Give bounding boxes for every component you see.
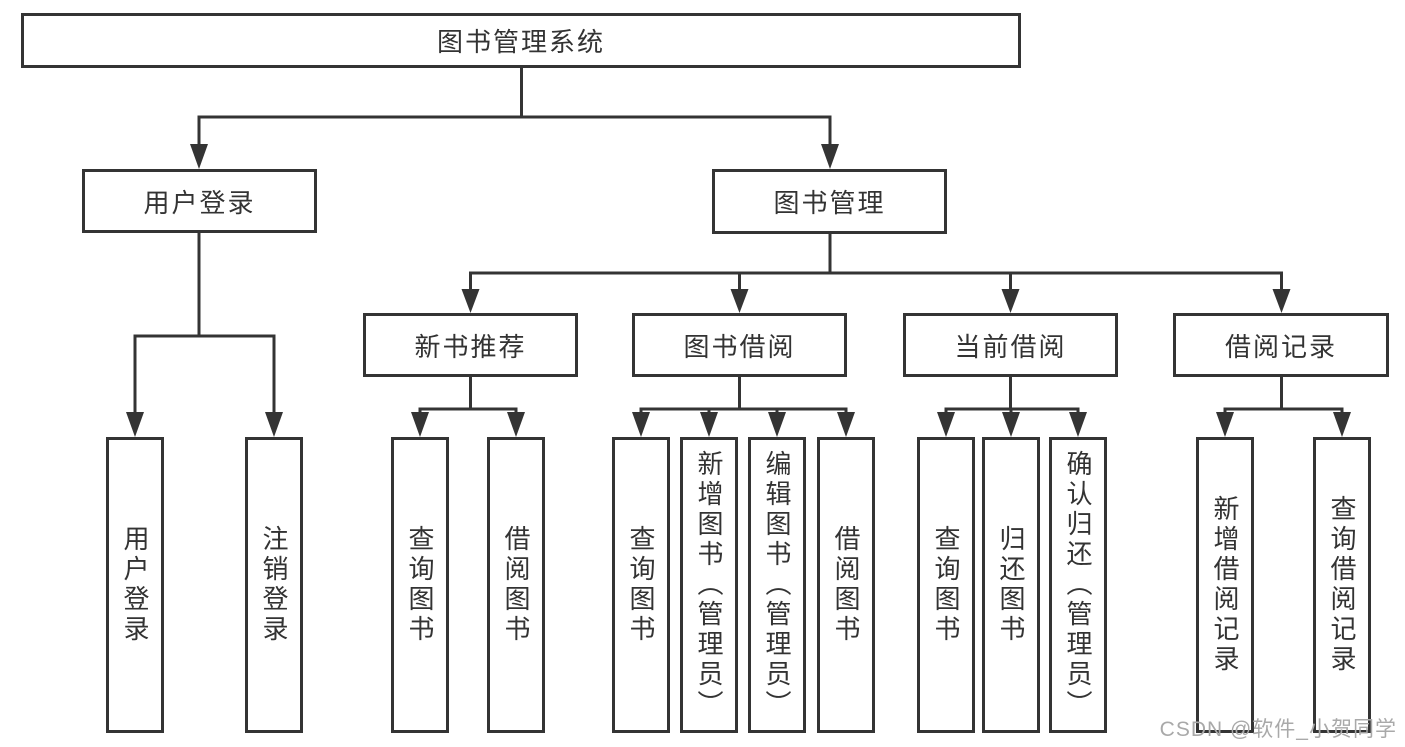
node-user-login: 用户登录	[82, 169, 317, 233]
leaf-query-book-recommend: 查询图书	[391, 437, 449, 733]
leaf-borrow-book: 借阅图书	[817, 437, 875, 733]
node-book-management: 图书管理	[712, 169, 947, 234]
leaf-edit-book-admin: 编辑图书（管理员）	[748, 437, 806, 733]
leaf-query-book-borrow: 查询图书	[612, 437, 670, 733]
csdn-watermark: CSDN @软件_小贺同学	[1159, 718, 1397, 741]
node-new-book-recommend: 新书推荐	[363, 313, 578, 377]
leaf-add-borrow-record: 新增借阅记录	[1196, 437, 1254, 733]
leaf-confirm-return-admin: 确认归还（管理员）	[1049, 437, 1107, 733]
leaf-add-book-admin: 新增图书（管理员）	[680, 437, 738, 733]
node-root-system: 图书管理系统	[21, 13, 1021, 68]
node-current-borrow: 当前借阅	[903, 313, 1118, 377]
node-borrow-record: 借阅记录	[1173, 313, 1389, 377]
leaf-logout: 注销登录	[245, 437, 303, 733]
leaf-query-book-current: 查询图书	[917, 437, 975, 733]
leaf-borrow-book-recommend: 借阅图书	[487, 437, 545, 733]
node-book-borrow: 图书借阅	[632, 313, 847, 377]
leaf-user-login: 用户登录	[106, 437, 164, 733]
leaf-query-borrow-record: 查询借阅记录	[1313, 437, 1371, 733]
leaf-return-book: 归还图书	[982, 437, 1040, 733]
